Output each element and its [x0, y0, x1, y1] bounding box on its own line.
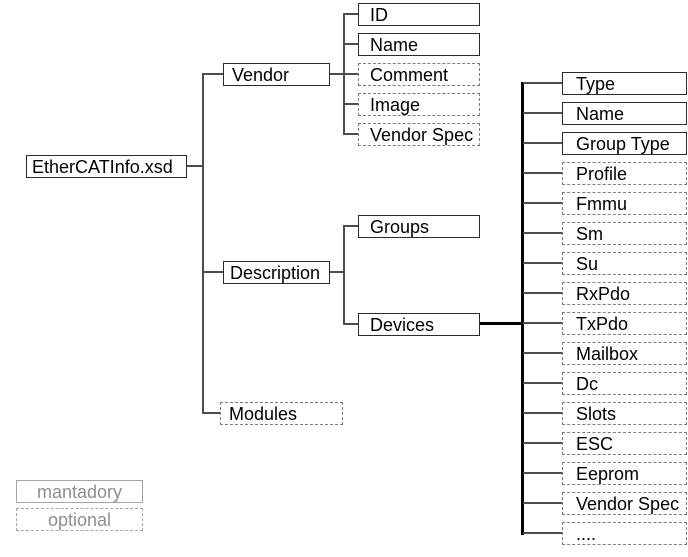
connector-to-vendor-comment — [343, 73, 359, 75]
node-vendor-vendor-spec: Vendor Spec — [358, 123, 480, 146]
connector-root-trunk — [202, 73, 204, 414]
connector-to-device-su — [523, 262, 562, 264]
connector-to-device-vendor-spec — [523, 502, 562, 504]
connector-to-device-eeprom — [523, 472, 562, 474]
node-device-esc: ESC — [562, 432, 687, 455]
connector-to-device-name — [523, 112, 562, 114]
connector-to-device-profile — [523, 172, 562, 174]
connector-to-device-group-type — [523, 142, 562, 144]
legend-optional: optional — [16, 508, 143, 531]
node-device-name: Name — [562, 102, 687, 125]
node-device-su: Su — [562, 252, 687, 275]
connector-description-trunk — [343, 225, 345, 325]
connector-to-vendor — [202, 73, 223, 75]
node-device-ellipsis: .... — [562, 522, 687, 545]
node-device-txpdo: TxPdo — [562, 312, 687, 335]
node-device-mailbox: Mailbox — [562, 342, 687, 365]
node-device-dc: Dc — [562, 372, 687, 395]
connector-root-out — [186, 165, 203, 167]
node-ethercatinfo-xsd: EtherCATInfo.xsd — [26, 155, 187, 178]
connector-to-vendor-name — [343, 43, 359, 45]
node-vendor-id: ID — [358, 3, 480, 26]
connector-to-device-fmmu — [523, 202, 562, 204]
connector-to-vendor-vendor-spec — [343, 133, 359, 135]
node-vendor: Vendor — [223, 63, 330, 86]
connector-to-device-sm — [523, 232, 562, 234]
connector-devices-trunk — [521, 82, 524, 535]
connector-to-device-type — [523, 82, 562, 84]
connector-vendor-out — [329, 73, 345, 75]
connector-to-modules — [202, 412, 221, 414]
node-device-vendor-spec: Vendor Spec — [562, 492, 687, 515]
connector-to-vendor-image — [343, 103, 359, 105]
connector-to-device-txpdo — [523, 322, 562, 324]
connector-to-groups — [343, 225, 359, 227]
node-groups: Groups — [358, 215, 480, 238]
node-vendor-image: Image — [358, 93, 480, 116]
connector-to-description — [202, 271, 223, 273]
node-description: Description — [223, 261, 330, 284]
connector-to-vendor-id — [343, 13, 359, 15]
connector-description-out — [329, 271, 345, 273]
node-device-profile: Profile — [562, 162, 687, 185]
node-modules: Modules — [220, 402, 343, 425]
connector-to-device-slots — [523, 412, 562, 414]
connector-to-device-esc — [523, 442, 562, 444]
node-device-slots: Slots — [562, 402, 687, 425]
connector-devices-out — [479, 322, 524, 325]
node-device-group-type: Group Type — [562, 132, 687, 155]
node-device-fmmu: Fmmu — [562, 192, 687, 215]
connector-to-device-ellipsis — [523, 532, 562, 534]
connector-to-device-rxpdo — [523, 292, 562, 294]
node-device-sm: Sm — [562, 222, 687, 245]
connector-to-device-dc — [523, 382, 562, 384]
connector-to-devices — [343, 323, 359, 325]
node-device-type: Type — [562, 72, 687, 95]
node-device-eeprom: Eeprom — [562, 462, 687, 485]
connector-to-device-mailbox — [523, 352, 562, 354]
node-vendor-comment: Comment — [358, 63, 480, 86]
node-devices: Devices — [358, 313, 480, 336]
node-vendor-name: Name — [358, 33, 480, 56]
node-device-rxpdo: RxPdo — [562, 282, 687, 305]
legend-mandatory: mantadory — [16, 480, 143, 503]
